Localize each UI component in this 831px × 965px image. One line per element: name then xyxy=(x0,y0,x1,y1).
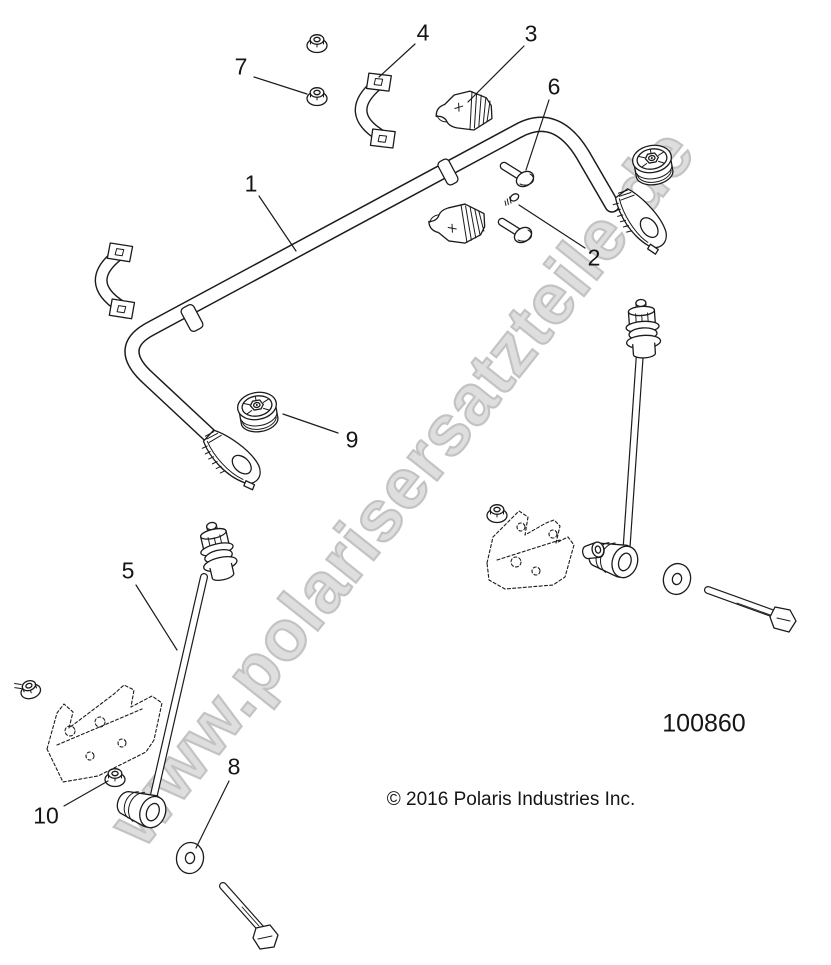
callout-7: 7 xyxy=(234,53,248,80)
callout-9: 9 xyxy=(345,426,359,453)
callout-3-leader xyxy=(467,45,525,103)
mount-bracket-left xyxy=(46,684,163,783)
set-screw xyxy=(504,193,520,206)
washer-left xyxy=(173,840,207,876)
hex-bolt-left xyxy=(219,882,279,950)
copyright-notice: © 2016 Polaris Industries Inc. xyxy=(386,789,636,810)
drawing-number: 100860 xyxy=(662,709,746,738)
callout-8-leader xyxy=(195,780,230,849)
clamp-block-upper xyxy=(434,89,494,133)
stabilizer-link-left xyxy=(112,518,242,833)
callout-5-leader xyxy=(135,584,178,651)
flange-nut-top xyxy=(306,34,328,54)
saddle-bracket-left xyxy=(99,241,138,320)
callout-2: 2 xyxy=(587,244,601,271)
callout-1: 1 xyxy=(244,170,258,197)
flange-nut-7 xyxy=(306,87,328,107)
bar-eye-right xyxy=(604,181,676,261)
bar-bushing-left xyxy=(234,388,282,436)
flange-nut-right-link xyxy=(486,504,508,524)
saddle-bracket-top xyxy=(357,71,399,151)
callout-6: 6 xyxy=(547,73,561,100)
bar-bushing-right xyxy=(629,141,677,189)
callout-5: 5 xyxy=(121,557,135,584)
washer-right xyxy=(659,560,695,598)
flange-bolt-bottom-left xyxy=(14,677,44,702)
callout-leaders xyxy=(63,43,586,849)
mount-bracket-right xyxy=(486,510,575,590)
clamp-block-lower xyxy=(427,202,487,246)
callout-1-leader xyxy=(258,195,297,252)
button-screw-lower xyxy=(502,222,534,246)
callout-2-leader xyxy=(518,204,586,249)
stabilizer-bar xyxy=(124,116,676,498)
stabilizer-link-right xyxy=(584,297,663,583)
flange-nut-10 xyxy=(104,768,126,788)
callout-10: 10 xyxy=(33,802,59,829)
bar-collar-right xyxy=(437,158,459,186)
link-spacer-right xyxy=(581,541,605,560)
callout-7-leader xyxy=(253,76,308,95)
callout-10-leader xyxy=(63,780,109,807)
callout-6-leader xyxy=(525,99,550,171)
hex-bolt-right xyxy=(704,586,797,633)
callout-4: 4 xyxy=(416,19,430,46)
callout-9-leader xyxy=(282,413,339,434)
callout-8: 8 xyxy=(227,753,241,780)
button-screw-upper xyxy=(504,166,536,190)
callout-3: 3 xyxy=(524,20,538,47)
bar-collar-left xyxy=(180,303,204,333)
callout-4-leader xyxy=(378,43,416,78)
